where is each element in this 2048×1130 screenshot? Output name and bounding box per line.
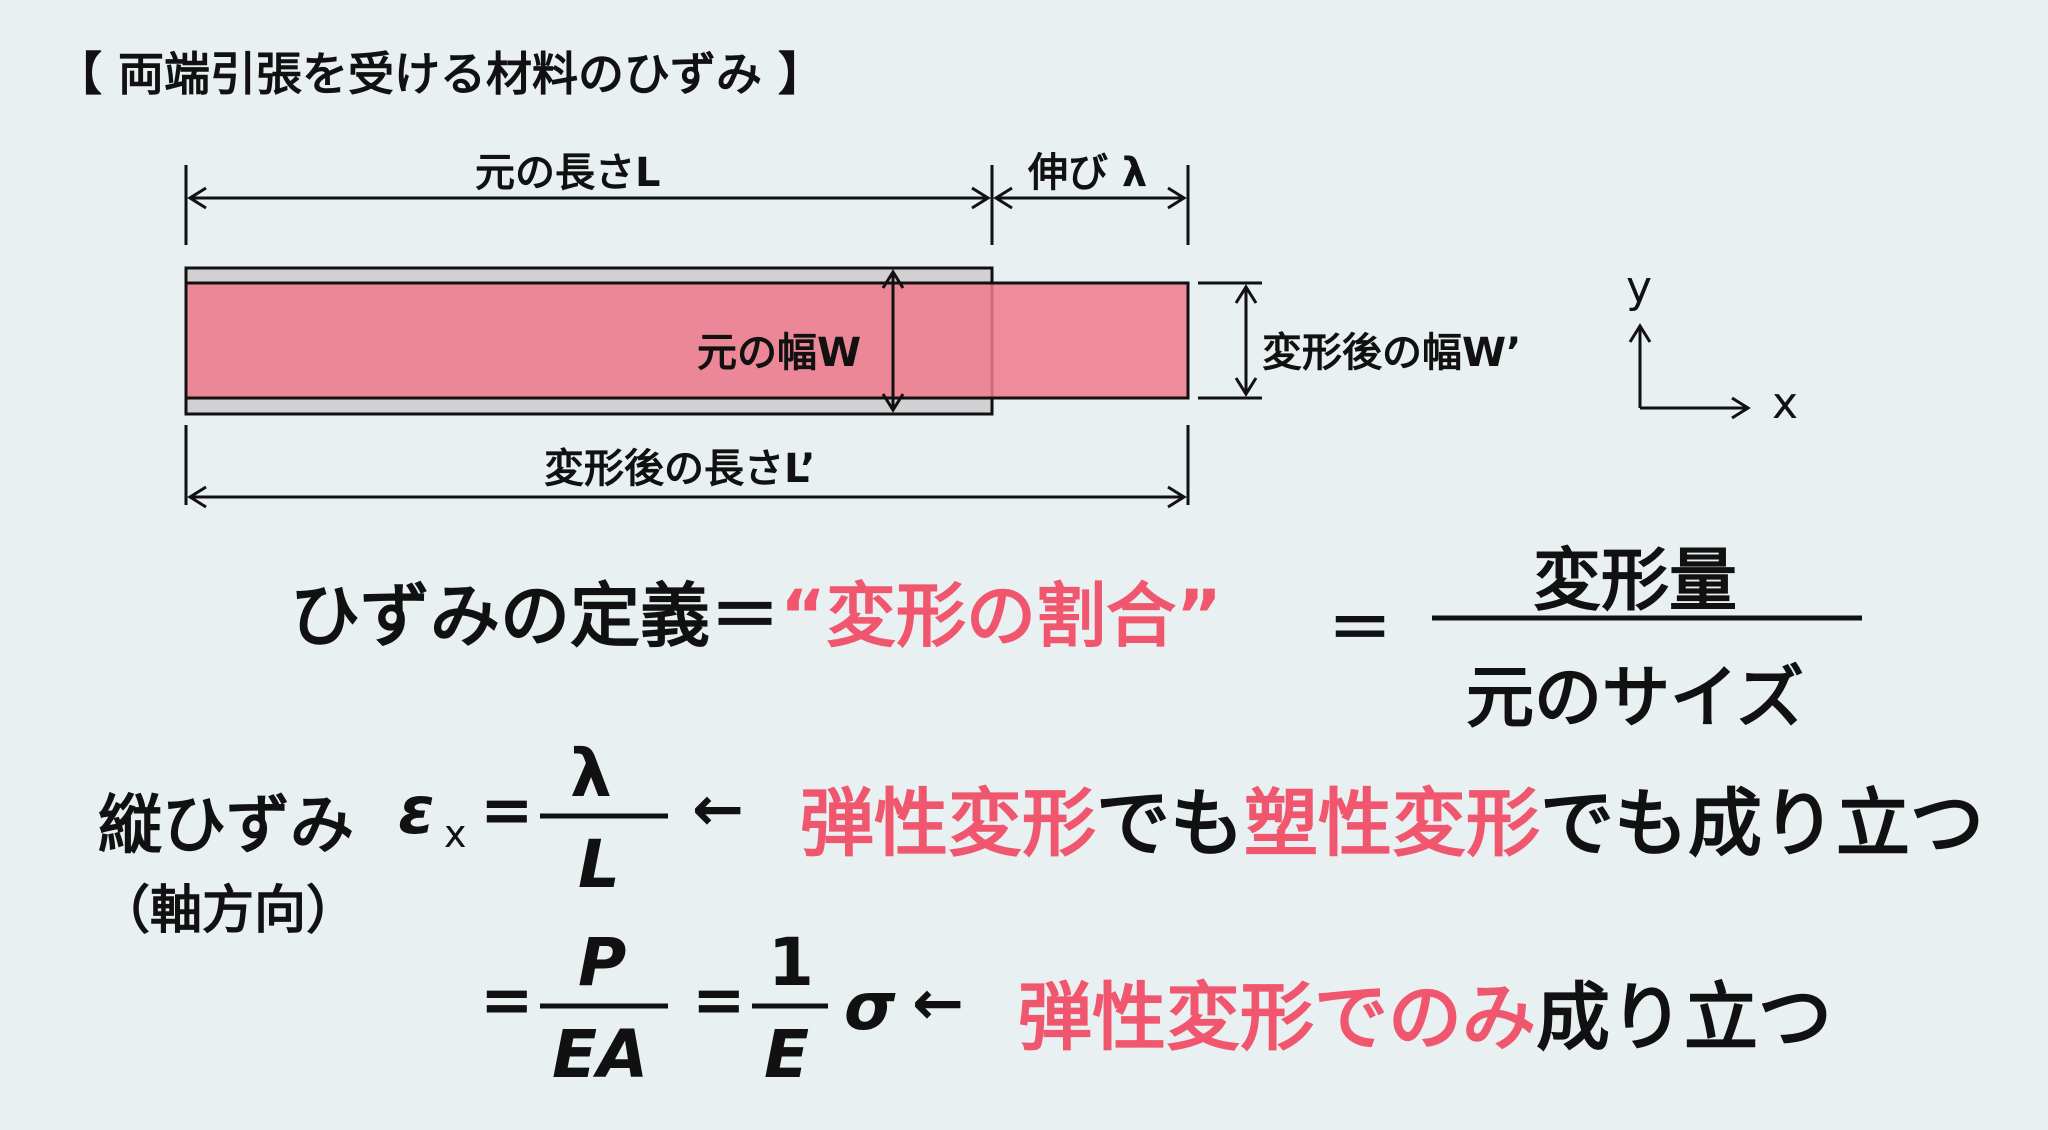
note2-holds: 成り立つ [1536,975,1832,1061]
p-numerator: P [578,924,627,1001]
sigma-symbol: σ [844,968,896,1045]
ea-denominator: EA [552,1016,649,1093]
equals-3: = [692,964,746,1038]
strain-label: 縦ひずみ [98,789,354,863]
definition-prefix: ひずみの定義＝ [290,575,780,657]
e-denominator: E [764,1016,810,1093]
note1-holds: でも成り立つ [1540,781,1984,867]
deformed-bar [184,281,1190,400]
axis-y-label: y [1626,262,1653,313]
arrow-1: ← [692,772,744,845]
deformed-width-label: 変形後の幅W’ [1262,330,1522,376]
page-title: 【 両端引張を受ける材料のひずみ 】 [56,47,825,101]
l-denominator: L [578,826,621,903]
original-width-label: 元の幅W [697,330,862,376]
note1-demo: でも [1096,781,1244,867]
original-length-label: 元の長さL [475,150,661,196]
lambda-numerator: λ [570,735,612,812]
definition-denominator: 元のサイズ [1466,659,1804,738]
axis-x-label: x [1772,378,1799,429]
note-2: 弾性変形でのみ成り立つ [1018,958,1832,1065]
equals-2: = [480,964,534,1038]
note1-elastic: 弾性変形 [800,781,1096,867]
definition-quoted: “変形の割合” [780,575,1223,657]
one-numerator: 1 [768,924,814,1001]
note-1: 弾性変形でも塑性変形でも成り立つ [800,764,1984,871]
arrow-2: ← [912,966,964,1039]
elongation-label: 伸び λ [1028,150,1148,196]
note1-plastic: 塑性変形 [1244,781,1540,867]
note2-elastic-only: 弾性変形でのみ [1018,975,1536,1061]
definition-equals: ＝ [1328,593,1392,667]
definition-numerator: 変形量 [1532,542,1737,621]
strain-definition: ひずみの定義＝“変形の割合” [290,560,1222,661]
direction-label: （軸方向） [98,881,359,941]
equals-1: = [480,774,534,848]
epsilon-subscript: x [444,812,467,856]
deformed-length-label: 変形後の長さL’ [544,446,816,492]
epsilon-symbol: ε [398,772,435,849]
